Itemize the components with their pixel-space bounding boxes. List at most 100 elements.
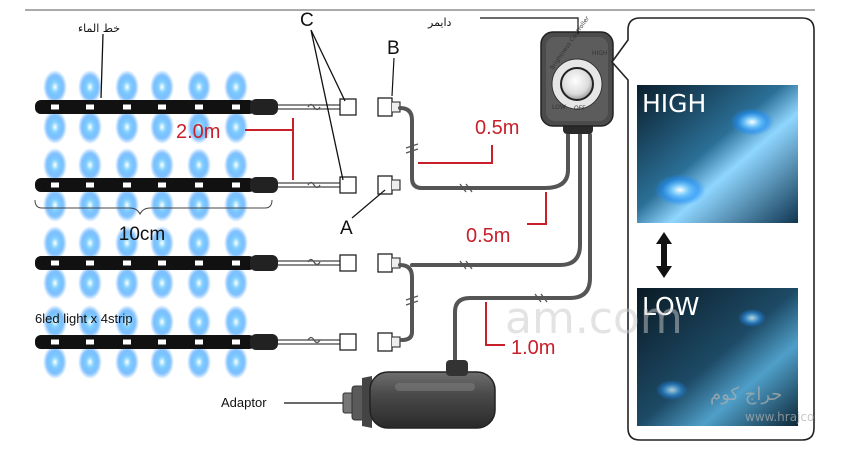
connectors bbox=[339, 97, 401, 352]
photo-high-glow-1 bbox=[730, 108, 774, 136]
brightness-controller: HIGH LOW OFF Brightness Controller bbox=[540, 15, 614, 134]
len-2m-marker bbox=[245, 118, 294, 180]
strip-end-cap bbox=[250, 334, 278, 350]
main-cables bbox=[398, 106, 592, 374]
led-chip bbox=[158, 260, 166, 266]
len-05m-bottom-marker bbox=[527, 192, 547, 225]
pointer-b bbox=[391, 57, 395, 97]
led-glow bbox=[78, 70, 102, 104]
led-glow bbox=[224, 226, 248, 260]
led-chip bbox=[195, 104, 203, 110]
pointer-a bbox=[351, 189, 386, 219]
led-glow bbox=[43, 188, 67, 222]
connector-plug bbox=[377, 253, 393, 273]
led-glow bbox=[78, 148, 102, 182]
watermark-main: am.com bbox=[505, 293, 683, 344]
controller-knob bbox=[560, 67, 594, 101]
led-glow bbox=[187, 305, 211, 339]
len-1m-label: 1.0m bbox=[511, 337, 555, 359]
led-glow bbox=[115, 226, 139, 260]
led-glow bbox=[224, 110, 248, 144]
led-glow bbox=[43, 70, 67, 104]
pointer-dimmer bbox=[480, 17, 579, 34]
led-glow bbox=[43, 305, 67, 339]
led-glow bbox=[150, 188, 174, 222]
led-glow bbox=[78, 226, 102, 260]
strip-end-cap bbox=[250, 99, 278, 115]
led-glow bbox=[115, 70, 139, 104]
led-chip bbox=[195, 260, 203, 266]
brightness-callout: HIGH LOW bbox=[610, 17, 815, 441]
led-chip bbox=[86, 182, 94, 188]
led-strip bbox=[35, 70, 343, 144]
led-glow bbox=[150, 226, 174, 260]
led-strips bbox=[35, 70, 343, 379]
led-glow bbox=[150, 305, 174, 339]
led-glow bbox=[224, 305, 248, 339]
led-strip bbox=[35, 305, 343, 379]
watermark-url: www.hrajco bbox=[745, 410, 814, 424]
led-glow bbox=[150, 70, 174, 104]
strip-wire bbox=[278, 260, 343, 266]
strip-end-cap bbox=[250, 255, 278, 271]
label-b: B bbox=[387, 38, 400, 59]
label-a: A bbox=[340, 218, 353, 239]
connector-plug bbox=[377, 175, 393, 195]
led-chip bbox=[232, 104, 240, 110]
led-chip bbox=[195, 339, 203, 345]
led-glow bbox=[115, 305, 139, 339]
led-glow bbox=[150, 266, 174, 300]
led-glow bbox=[43, 110, 67, 144]
strip-body bbox=[35, 335, 255, 349]
len-1m-marker bbox=[485, 302, 505, 346]
led-glow bbox=[78, 305, 102, 339]
led-glow bbox=[150, 345, 174, 379]
strip-body bbox=[35, 100, 255, 114]
dimmer-label: دايمر bbox=[427, 16, 452, 29]
led-strip bbox=[35, 226, 343, 300]
pointer-c bbox=[310, 29, 346, 181]
len-2m-label: 2.0m bbox=[176, 121, 220, 143]
led-chip bbox=[51, 260, 59, 266]
led-chip bbox=[232, 339, 240, 345]
photo-low-glow-1 bbox=[738, 309, 766, 327]
strip-body bbox=[35, 178, 255, 192]
len-05m-top-marker bbox=[418, 145, 493, 164]
led-glow bbox=[115, 188, 139, 222]
led-glow bbox=[224, 345, 248, 379]
pointer-water-line bbox=[100, 33, 104, 99]
strip-wire bbox=[278, 104, 343, 110]
connector-c bbox=[339, 254, 357, 272]
controller-high-text: HIGH bbox=[592, 50, 607, 57]
led-glow bbox=[187, 345, 211, 379]
photo-high-label: HIGH bbox=[642, 89, 706, 118]
led-glow bbox=[224, 188, 248, 222]
led-glow bbox=[43, 266, 67, 300]
led-chip bbox=[232, 260, 240, 266]
led-glow bbox=[43, 345, 67, 379]
led-glow bbox=[187, 266, 211, 300]
connector-plug bbox=[377, 332, 393, 352]
led-glow bbox=[78, 110, 102, 144]
connector-plug-tip bbox=[392, 179, 401, 191]
cigarette-adaptor bbox=[342, 360, 496, 429]
led-chip bbox=[158, 182, 166, 188]
led-chip bbox=[86, 339, 94, 345]
led-glow bbox=[115, 110, 139, 144]
len-05m-top-label: 0.5m bbox=[475, 117, 519, 139]
strip-end-cap bbox=[250, 177, 278, 193]
led-strip bbox=[35, 148, 343, 222]
led-chip bbox=[232, 182, 240, 188]
cable-breaks bbox=[307, 103, 548, 344]
led-chip bbox=[86, 104, 94, 110]
led-chip bbox=[51, 104, 59, 110]
led-chip bbox=[123, 339, 131, 345]
adaptor-label: Adaptor bbox=[221, 395, 267, 410]
strip-wire bbox=[278, 339, 343, 345]
led-glow bbox=[187, 226, 211, 260]
high-low-arrow bbox=[656, 232, 672, 278]
led-chip bbox=[123, 104, 131, 110]
connector-c bbox=[339, 333, 357, 351]
width-label: 10cm bbox=[119, 224, 165, 245]
